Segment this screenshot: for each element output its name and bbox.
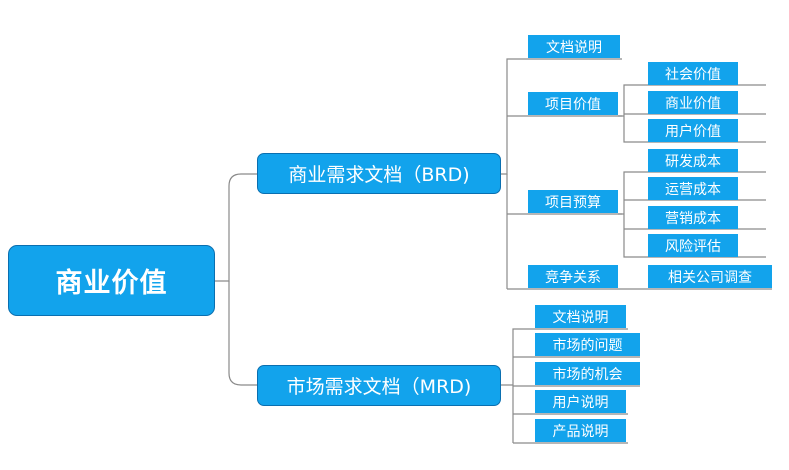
root-node[interactable]: 商业价值 [8, 245, 215, 316]
company-research-node[interactable]: 相关公司调查 [648, 265, 772, 288]
product-desc-node[interactable]: 产品说明 [535, 419, 626, 442]
business-value-node[interactable]: 商业价值 [648, 91, 738, 114]
mrd-doc-desc-node[interactable]: 文档说明 [535, 305, 626, 328]
connector-root-mrd [228, 281, 257, 386]
connector-budget-children [618, 171, 645, 258]
brd-node[interactable]: 商业需求文档（BRD) [257, 153, 501, 194]
user-desc-node[interactable]: 用户说明 [535, 390, 626, 413]
marketing-cost-node[interactable]: 营销成本 [648, 206, 738, 229]
market-opportunity-node[interactable]: 市场的机会 [535, 362, 640, 385]
brd-project-budget-node[interactable]: 项目预算 [528, 190, 618, 213]
connector-root-brd [215, 173, 257, 282]
brd-competition-node[interactable]: 竞争关系 [528, 265, 618, 288]
market-problem-node[interactable]: 市场的问题 [535, 333, 640, 356]
ops-cost-node[interactable]: 运营成本 [648, 177, 738, 200]
brd-doc-desc-node[interactable]: 文档说明 [528, 35, 620, 58]
rd-cost-node[interactable]: 研发成本 [648, 149, 738, 172]
social-value-node[interactable]: 社会价值 [648, 62, 738, 85]
risk-assessment-node[interactable]: 风险评估 [648, 234, 738, 257]
brd-project-value-node[interactable]: 项目价值 [528, 92, 618, 115]
mrd-node[interactable]: 市场需求文档（MRD) [257, 365, 501, 406]
user-value-node[interactable]: 用户价值 [648, 119, 738, 142]
